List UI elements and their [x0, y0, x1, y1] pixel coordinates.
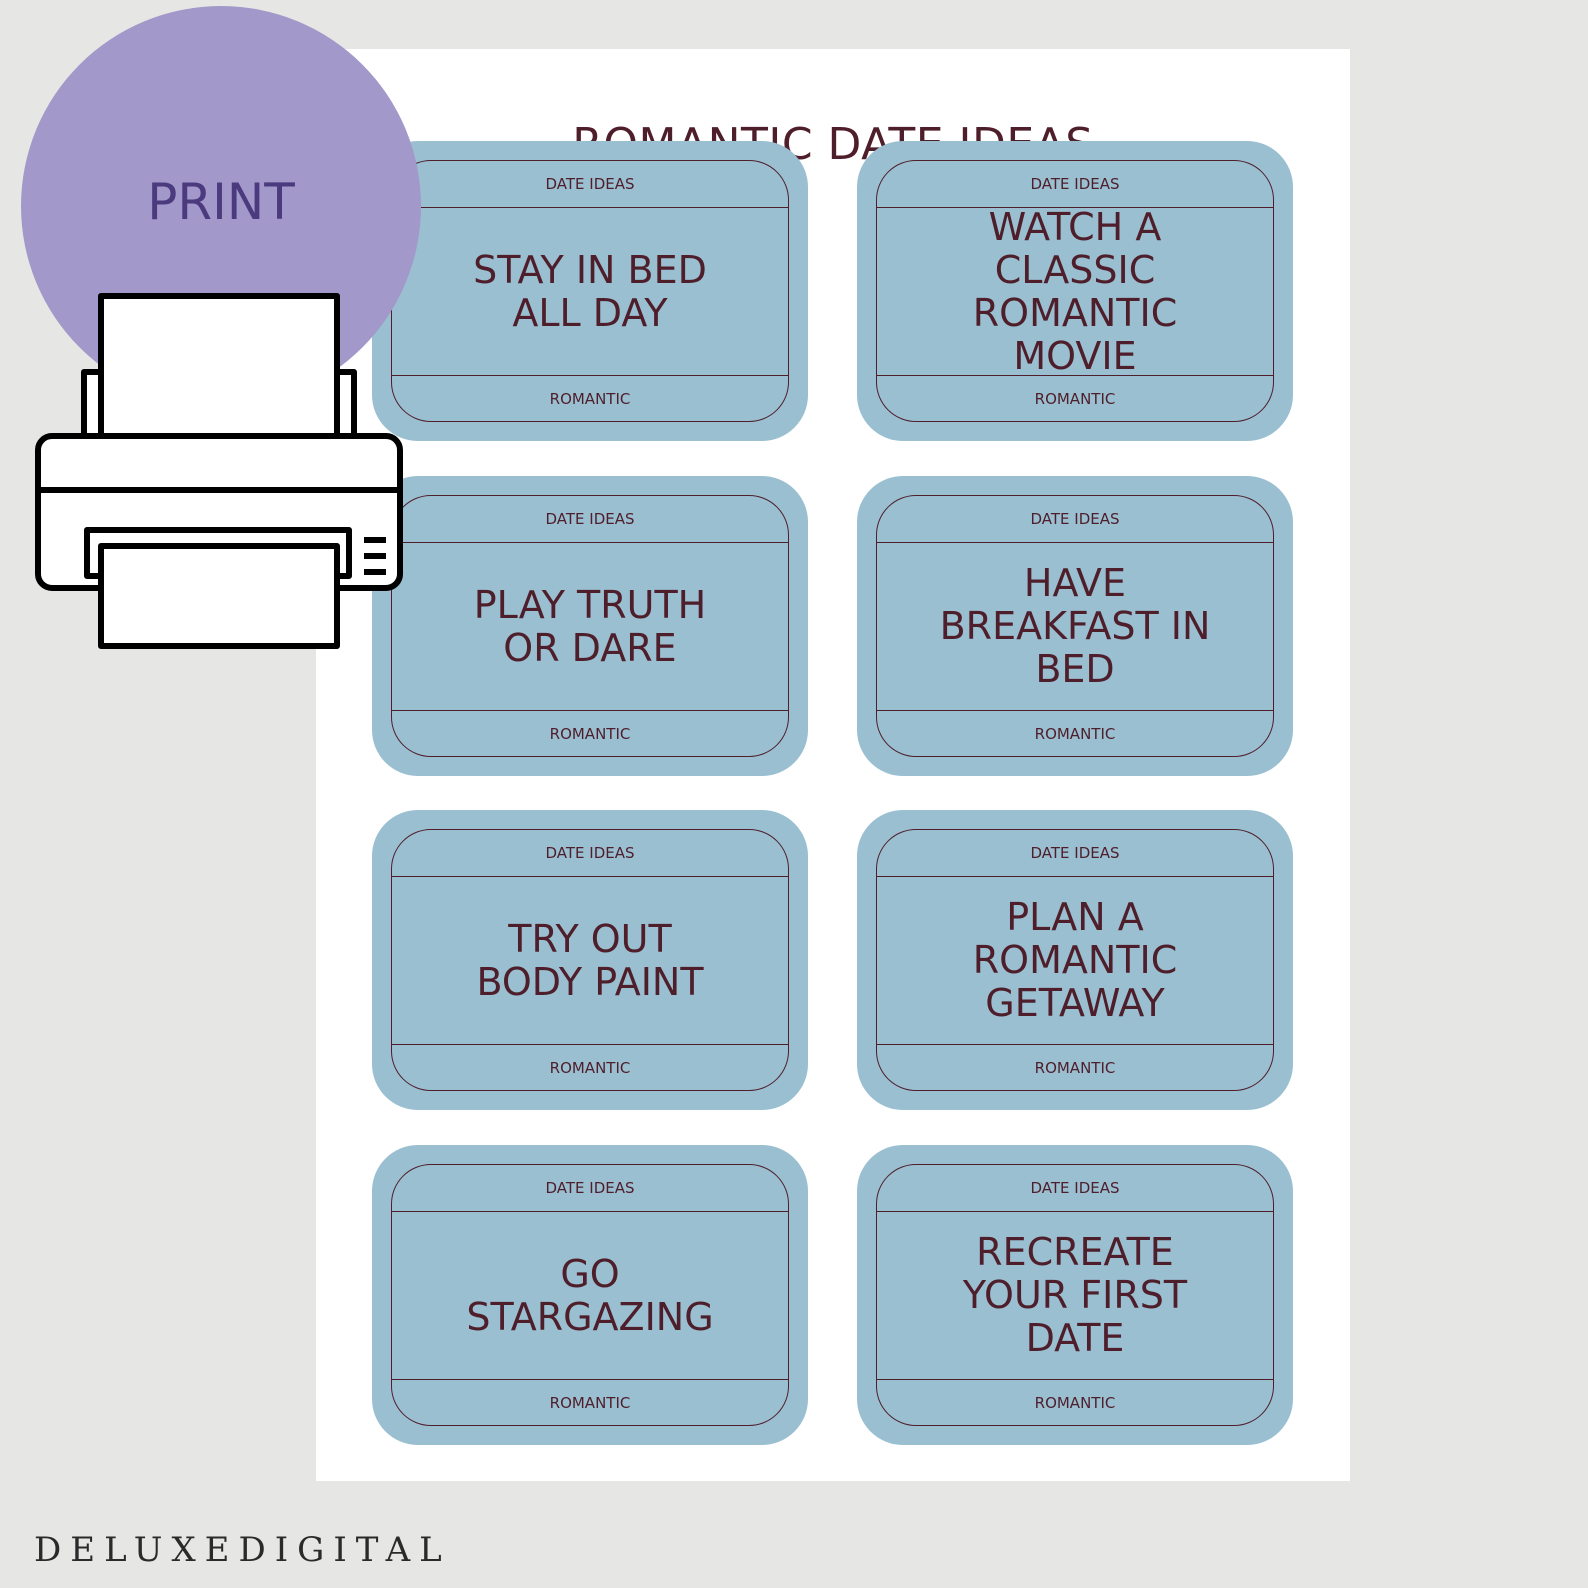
date-card: DATE IDEAS RECREATE YOUR FIRST DATE ROMA…	[857, 1145, 1293, 1445]
printable-sheet: ROMANTIC DATE IDEAS DATE IDEAS STAY IN B…	[316, 49, 1350, 1481]
card-frame: DATE IDEAS HAVE BREAKFAST IN BED ROMANTI…	[876, 495, 1274, 757]
card-text: TRY OUT BODY PAINT	[476, 916, 704, 1004]
date-card: DATE IDEAS PLAN A ROMANTIC GETAWAY ROMAN…	[857, 810, 1293, 1110]
date-card: DATE IDEAS HAVE BREAKFAST IN BED ROMANTI…	[857, 476, 1293, 776]
card-footer: ROMANTIC	[877, 1379, 1273, 1425]
card-header: DATE IDEAS	[877, 1165, 1273, 1212]
card-text: PLAY TRUTH OR DARE	[473, 582, 707, 670]
card-header: DATE IDEAS	[392, 161, 788, 208]
card-footer: ROMANTIC	[392, 1379, 788, 1425]
brand-name: DELUXEDIGITAL	[34, 1530, 451, 1570]
card-text: WATCH A CLASSIC ROMANTIC MOVIE	[972, 204, 1178, 378]
card-text: GO STARGAZING	[466, 1251, 714, 1339]
card-header: DATE IDEAS	[392, 1165, 788, 1212]
card-frame: DATE IDEAS WATCH A CLASSIC ROMANTIC MOVI…	[876, 160, 1274, 422]
print-label: PRINT	[147, 173, 295, 231]
card-header: DATE IDEAS	[877, 161, 1273, 208]
card-frame: DATE IDEAS RECREATE YOUR FIRST DATE ROMA…	[876, 1164, 1274, 1426]
printer-icon	[35, 293, 403, 649]
date-card: DATE IDEAS WATCH A CLASSIC ROMANTIC MOVI…	[857, 141, 1293, 441]
date-card: DATE IDEAS GO STARGAZING ROMANTIC	[372, 1145, 808, 1445]
card-footer: ROMANTIC	[392, 1044, 788, 1090]
card-header: DATE IDEAS	[877, 496, 1273, 543]
card-footer: ROMANTIC	[877, 710, 1273, 756]
card-footer: ROMANTIC	[392, 375, 788, 421]
card-text: PLAN A ROMANTIC GETAWAY	[972, 895, 1178, 1025]
card-frame: DATE IDEAS PLAN A ROMANTIC GETAWAY ROMAN…	[876, 829, 1274, 1091]
card-frame: DATE IDEAS TRY OUT BODY PAINT ROMANTIC	[391, 829, 789, 1091]
card-frame: DATE IDEAS PLAY TRUTH OR DARE ROMANTIC	[391, 495, 789, 757]
card-header: DATE IDEAS	[392, 496, 788, 543]
card-header: DATE IDEAS	[877, 830, 1273, 877]
card-footer: ROMANTIC	[392, 710, 788, 756]
date-card: DATE IDEAS PLAY TRUTH OR DARE ROMANTIC	[372, 476, 808, 776]
date-card: DATE IDEAS STAY IN BED ALL DAY ROMANTIC	[372, 141, 808, 441]
card-text: HAVE BREAKFAST IN BED	[939, 561, 1211, 691]
card-frame: DATE IDEAS STAY IN BED ALL DAY ROMANTIC	[391, 160, 789, 422]
card-footer: ROMANTIC	[877, 375, 1273, 421]
date-card: DATE IDEAS TRY OUT BODY PAINT ROMANTIC	[372, 810, 808, 1110]
card-footer: ROMANTIC	[877, 1044, 1273, 1090]
card-text: STAY IN BED ALL DAY	[473, 247, 707, 335]
card-frame: DATE IDEAS GO STARGAZING ROMANTIC	[391, 1164, 789, 1426]
card-text: RECREATE YOUR FIRST DATE	[962, 1230, 1188, 1360]
card-header: DATE IDEAS	[392, 830, 788, 877]
